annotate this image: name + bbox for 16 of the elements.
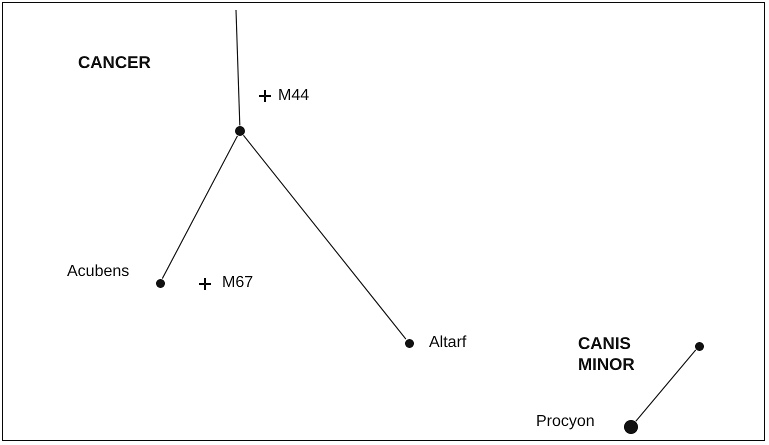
constellation-line bbox=[635, 349, 696, 422]
star-name: Acubens bbox=[67, 263, 130, 281]
constellation-name: CANIS MINOR bbox=[578, 333, 636, 375]
constellation-name: CANCER bbox=[78, 52, 151, 73]
cluster-name: M44 bbox=[278, 87, 310, 105]
cluster-name: M67 bbox=[222, 274, 254, 292]
star-dot bbox=[404, 338, 414, 348]
constellation-line bbox=[235, 10, 240, 126]
star-dot bbox=[624, 420, 638, 434]
constellation-line bbox=[162, 136, 238, 279]
star-dot bbox=[156, 278, 164, 288]
constellation-line bbox=[242, 134, 406, 340]
star-name: Altarf bbox=[429, 334, 466, 352]
star-dot bbox=[235, 126, 245, 136]
star-name: Procyon bbox=[536, 413, 595, 431]
star-dot bbox=[694, 342, 704, 350]
